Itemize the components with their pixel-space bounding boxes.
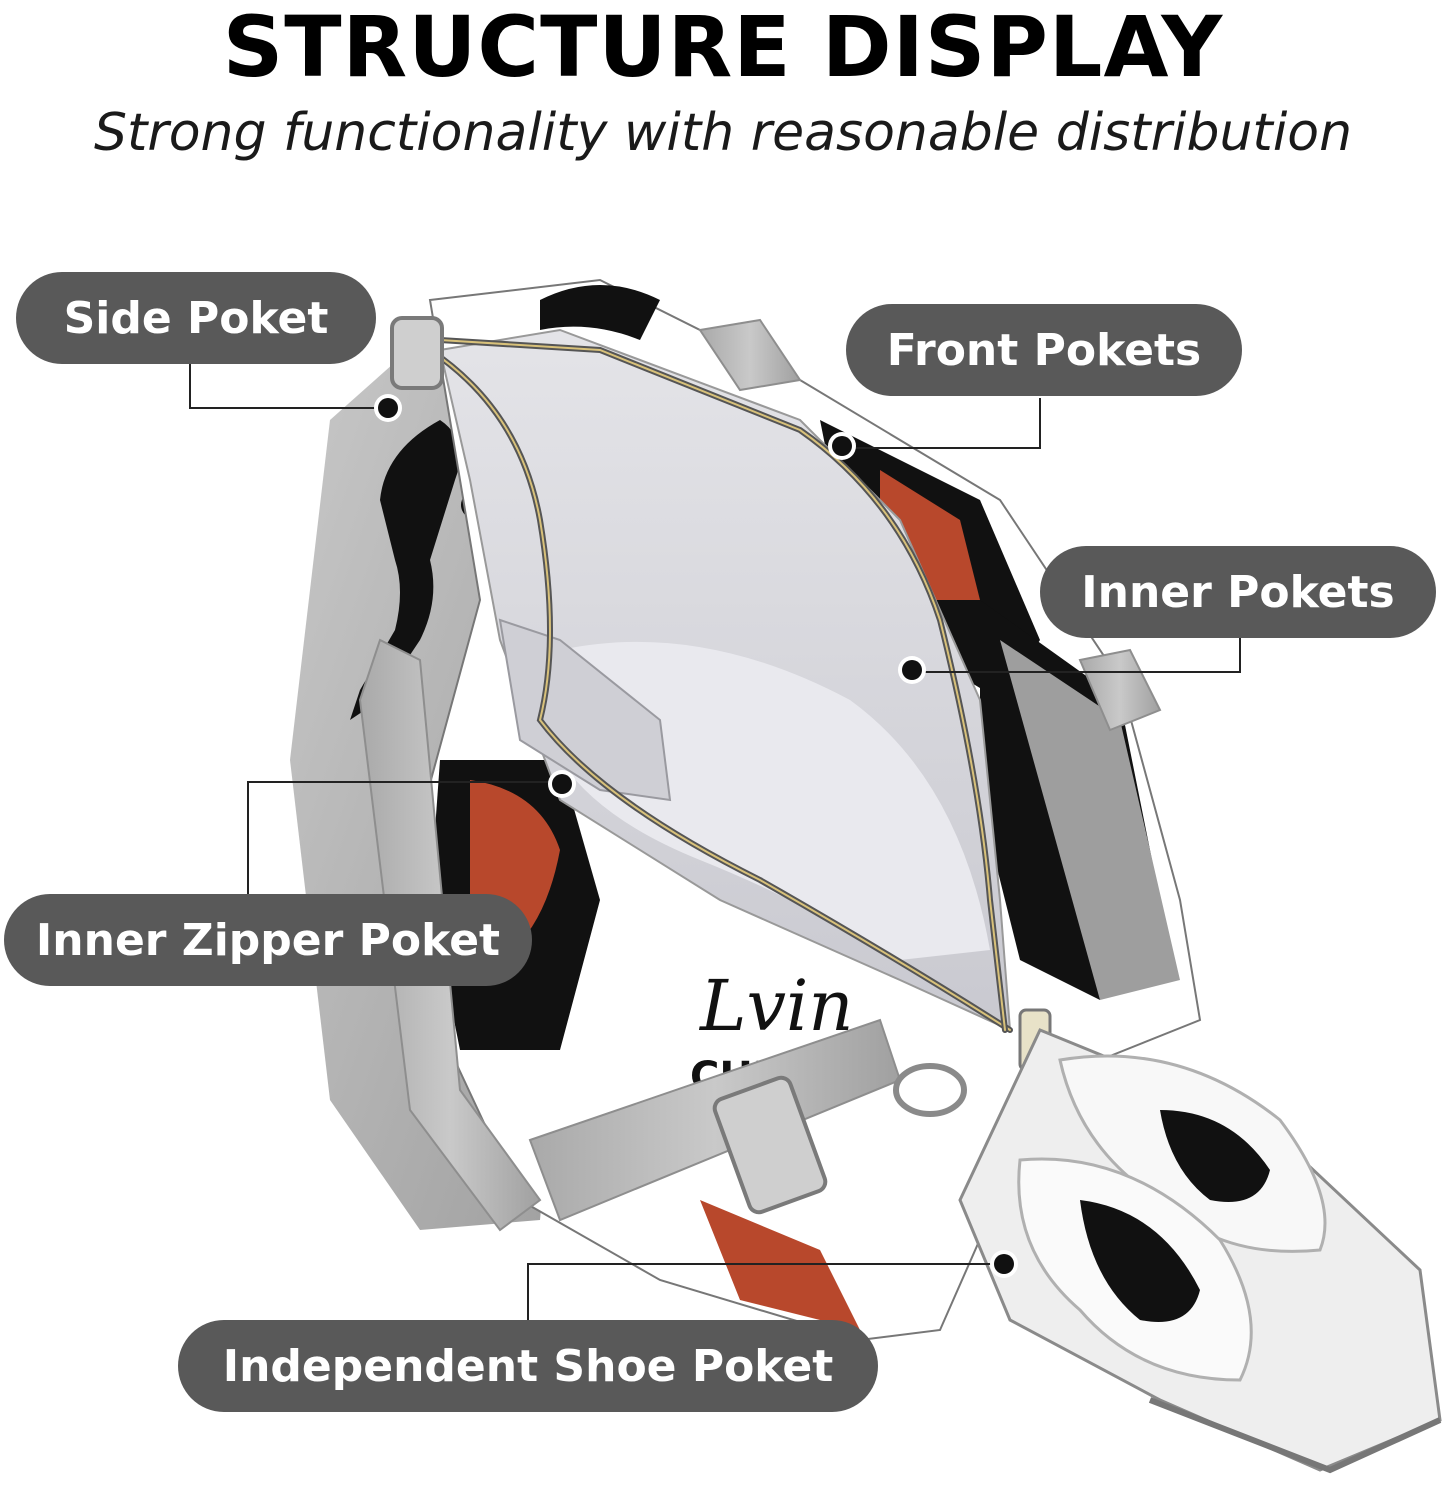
bag-straps (358, 316, 1162, 1232)
callout-inner-pockets: Inner Pokets (1040, 546, 1436, 638)
bag-zipper (427, 337, 1013, 1033)
callout-shoe-pocket: Independent Shoe Poket (178, 1320, 878, 1412)
callout-connectors (189, 364, 1241, 1320)
shoe-compartment (958, 1028, 1442, 1474)
page-title: STRUCTURE DISPLAY (222, 0, 1224, 96)
callout-front-pockets: Front Pokets (846, 304, 1242, 396)
callout-dots (374, 394, 1018, 1278)
callout-side-pocket: Side Poket (16, 272, 376, 364)
page-subtitle: Strong functionality with reasonable dis… (93, 103, 1353, 163)
svg-text:Lvin: Lvin (698, 965, 854, 1047)
callout-inner-zipper-pocket: Inner Zipper Poket (4, 894, 532, 986)
